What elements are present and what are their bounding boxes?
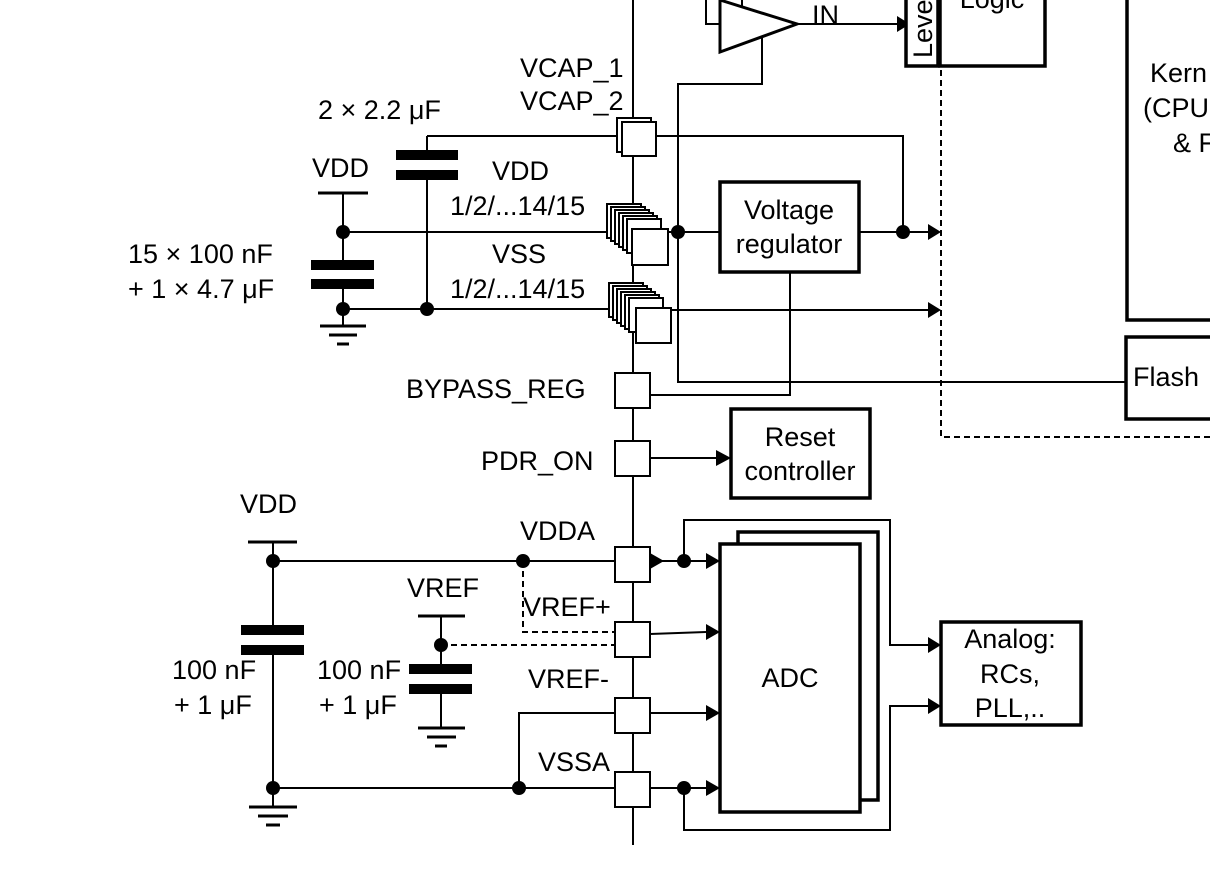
vss-pins-label-1: VSS [492, 239, 546, 269]
vcap2-label: VCAP_2 [520, 86, 624, 116]
logic-box [938, 0, 1047, 68]
analog-supply-section: VDD 100 nF + 1 μF VREF 100 nF + 1 μF VDD… [172, 489, 941, 831]
logic-block: Logic [938, 0, 1047, 68]
level-shifter-box [904, 0, 940, 68]
amp-input-wire [705, 0, 722, 25]
vdd-pins-label-1: VDD [492, 156, 549, 186]
voltage-regulator-label-1: Voltage [744, 195, 834, 225]
adc-box-front [718, 542, 862, 814]
arrow-icon [928, 302, 941, 318]
cap-left-label-2: + 1 μF [174, 690, 252, 720]
vcap-capacitor-plate-bottom [396, 170, 458, 180]
vref-capacitor-plate-top [409, 664, 472, 674]
voltage-regulator-box [718, 180, 861, 274]
logic-label: Logic [960, 0, 1025, 14]
vref-plus-to-adc-wire [649, 631, 707, 635]
reset-controller-label-2: controller [744, 456, 855, 486]
junction-dot [896, 225, 910, 239]
vcap2-pad [621, 121, 657, 157]
voltage-regulator-block: Voltage regulator [718, 180, 941, 274]
arrow-icon [706, 780, 720, 796]
vref-minus-wire [518, 712, 615, 788]
vdda-label: VDDA [520, 516, 595, 546]
analog-label-1: Analog: [964, 624, 1056, 654]
kernel-block: Kern (CPU & F [1125, 0, 1210, 322]
adc-block: ADC [718, 530, 880, 814]
kernel-label-3: & F [1173, 128, 1210, 158]
vdd-caps-label-2: + 1 × 4.7 μF [128, 274, 274, 304]
vdd-pad [631, 228, 669, 266]
kernel-label-1: Kern [1150, 58, 1207, 88]
vdda-pad [614, 546, 651, 583]
vref-minus-label: VREF- [528, 664, 609, 694]
vcap-to-kernel-wire [656, 135, 904, 232]
vssa-label: VSSA [538, 747, 610, 777]
vdd-capacitor-plate-top [311, 260, 374, 270]
vssa-pad [614, 771, 651, 808]
arrow-icon [928, 224, 941, 240]
vssa-to-analog-wire [683, 705, 928, 831]
analog-label-2: RCs, [980, 659, 1040, 689]
arrow-icon [650, 553, 664, 569]
flash-block: Flash [790, 335, 1210, 421]
level-shifter-block: Leve [904, 0, 940, 68]
bypass-reg-section: BYPASS_REG [406, 372, 791, 409]
in-label: IN [812, 0, 839, 30]
vcap-section: VCAP_1 VCAP_2 2 × 2.2 μF [318, 53, 904, 309]
vdda-capacitor-plate-top [241, 625, 304, 635]
adc-label: ADC [761, 663, 818, 693]
level-label: Leve [908, 0, 938, 58]
arrow-icon [706, 624, 720, 640]
pdr-on-pad [614, 440, 651, 477]
vref-plus-label: VREF+ [523, 592, 611, 622]
arrow-icon [706, 705, 720, 721]
amplifier-section: IN [677, 0, 910, 383]
vdd-capacitor-plate-bottom [311, 279, 374, 289]
amplifier-triangle-icon [718, 0, 802, 55]
vcap1-label: VCAP_1 [520, 53, 624, 83]
pdr-on-label: PDR_ON [481, 446, 594, 476]
voltage-regulator-label-2: regulator [736, 229, 843, 259]
vdd-pins-label-2: 1/2/...14/15 [450, 191, 585, 221]
arrow-icon [706, 553, 720, 569]
vref-capacitor-plate-bottom [409, 684, 472, 694]
chip-boundary-dashed [940, 60, 1210, 438]
arrow-icon [716, 450, 731, 466]
arrow-icon [928, 637, 941, 653]
vss-pad [635, 307, 672, 344]
vdd-bottom-label: VDD [240, 489, 297, 519]
bypass-reg-wire [650, 382, 791, 396]
vref-minus-pad [614, 697, 651, 734]
reset-controller-box [729, 407, 872, 500]
reset-controller-label-1: Reset [765, 422, 836, 452]
bypass-reg-pad [614, 372, 651, 409]
kernel-box [1125, 0, 1210, 322]
bypass-reg-label: BYPASS_REG [406, 374, 586, 404]
analog-label-3: PLL,.. [975, 693, 1046, 723]
vref-plus-dashed-wire [522, 561, 615, 633]
analog-box [939, 620, 1083, 727]
cap-right-label-2: + 1 μF [319, 690, 397, 720]
junction-dot [671, 225, 685, 239]
vref-plus-pad [614, 621, 651, 658]
cap-right-label-1: 100 nF [317, 655, 401, 685]
kernel-label-2: (CPU [1143, 93, 1209, 123]
vdd-decoupling-section: VDD 15 × 100 nF + 1 × 4.7 μF VDD 1/2/...… [128, 153, 941, 346]
vdd-caps-label-1: 15 × 100 nF [128, 239, 273, 269]
flash-box [1124, 335, 1210, 421]
vss-pins-label-2: 1/2/...14/15 [450, 274, 585, 304]
vcap-capacitor-plate-top [396, 150, 458, 160]
arrow-icon [897, 16, 910, 32]
pdr-on-section: PDR_ON Reset controller [481, 407, 872, 500]
flash-label: Flash [1133, 362, 1199, 392]
cap-left-label-1: 100 nF [172, 655, 256, 685]
vcap-capacitor-label: 2 × 2.2 μF [318, 95, 441, 125]
vref-label: VREF [407, 573, 479, 603]
arrow-icon [928, 698, 941, 714]
vdda-capacitor-plate-bottom [241, 645, 304, 655]
analog-block: Analog: RCs, PLL,.. [939, 620, 1083, 727]
vdd-top-label: VDD [312, 153, 369, 183]
vdda-to-analog-wire [683, 519, 928, 646]
